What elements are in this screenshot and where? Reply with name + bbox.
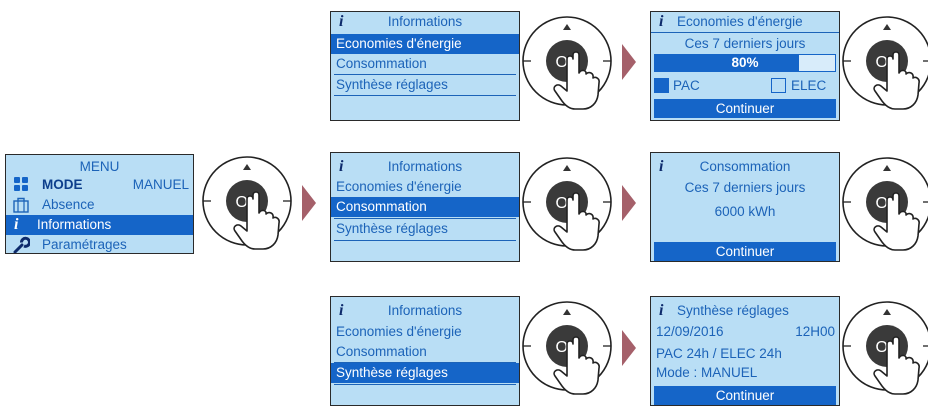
divider — [334, 384, 516, 385]
menu-title: MENU — [79, 159, 120, 174]
hand-pointer-icon — [553, 192, 600, 251]
savings-progress-fill — [655, 55, 799, 71]
info-icon: i — [659, 13, 664, 30]
up-arrow-icon[interactable] — [883, 24, 891, 30]
consommation-period: Ces 7 derniers jours — [684, 180, 806, 195]
divider — [334, 218, 516, 219]
ok-knob[interactable]: OK — [837, 152, 928, 252]
pac-legend-swatch — [654, 78, 669, 93]
ok-knob[interactable]: OK — [197, 151, 297, 251]
divider — [334, 74, 516, 75]
info-item-synthese[interactable]: Synthèse réglages — [336, 221, 448, 236]
menu-item-parametrages[interactable]: Paramétrages — [42, 237, 127, 252]
savings-percent: 80% — [731, 55, 759, 70]
synthese-mode: Mode : MANUEL — [656, 365, 758, 380]
next-step-arrow — [622, 185, 636, 221]
info-menu-screen-1: i Informations Economies d'énergie Conso… — [330, 11, 520, 121]
synthese-schedule: PAC 24h / ELEC 24h — [656, 346, 782, 361]
info-icon: i — [339, 302, 344, 319]
up-arrow-icon[interactable] — [243, 164, 251, 170]
next-step-arrow — [622, 330, 636, 366]
info-menu-screen-3: i Informations Economies d'énergie Conso… — [330, 296, 520, 406]
info-menu-title: Informations — [387, 14, 463, 29]
up-arrow-icon[interactable] — [563, 24, 571, 30]
info-item-consommation[interactable]: Consommation — [336, 56, 427, 71]
synthese-time: 12H00 — [795, 324, 835, 339]
next-step-arrow — [302, 185, 316, 221]
info-item-synthese[interactable]: Synthèse réglages — [331, 363, 519, 383]
economies-period: Ces 7 derniers jours — [684, 36, 806, 51]
ok-knob[interactable]: OK — [837, 296, 928, 396]
continue-button[interactable]: Continuer — [654, 99, 836, 118]
info-menu-title: Informations — [387, 303, 463, 318]
ok-knob[interactable]: OK — [517, 152, 617, 252]
up-arrow-icon[interactable] — [883, 309, 891, 315]
continue-button[interactable]: Continuer — [654, 386, 836, 405]
elec-label: ELEC — [791, 78, 827, 93]
pac-label: PAC — [673, 78, 700, 93]
info-menu-screen-2: i Informations Economies d'énergie Conso… — [330, 152, 520, 262]
consommation-screen: i Consommation Ces 7 derniers jours 6000… — [650, 152, 840, 262]
next-step-arrow — [622, 44, 636, 80]
info-icon: i — [339, 13, 344, 30]
hand-pointer-icon — [553, 336, 600, 395]
economies-title: Economies d'énergie — [677, 14, 803, 29]
info-icon: i — [659, 158, 664, 175]
hand-pointer-icon — [873, 51, 920, 110]
mode-value: MANUEL — [132, 177, 189, 192]
menu-item-informations[interactable]: i Informations — [6, 215, 193, 235]
info-icon: i — [339, 158, 344, 175]
hand-pointer-icon — [873, 192, 920, 251]
info-icon: i — [659, 302, 664, 319]
info-item-economies[interactable]: Economies d'énergie — [336, 324, 462, 339]
info-item-economies[interactable]: Economies d'énergie — [331, 34, 519, 54]
hand-pointer-icon — [873, 336, 920, 395]
info-item-economies[interactable]: Economies d'énergie — [336, 179, 462, 194]
continue-button[interactable]: Continuer — [654, 242, 836, 261]
economies-screen: i Economies d'énergie Ces 7 derniers jou… — [650, 11, 840, 121]
wrench-icon — [13, 236, 30, 253]
divider — [334, 362, 516, 363]
synthese-title: Synthèse réglages — [677, 303, 789, 318]
divider — [334, 240, 516, 241]
elec-legend-swatch — [771, 78, 786, 93]
info-item-synthese[interactable]: Synthèse réglages — [336, 77, 448, 92]
up-arrow-icon[interactable] — [883, 165, 891, 171]
menu-item-absence[interactable]: Absence — [42, 197, 95, 212]
ok-knob[interactable]: OK — [517, 296, 617, 396]
consommation-title: Consommation — [699, 159, 791, 174]
main-menu-screen: MENU MODE MANUEL Absence i Informations … — [5, 154, 194, 254]
savings-progress-bar: 80% — [654, 54, 836, 72]
synthese-date: 12/09/2016 — [656, 324, 724, 339]
ok-knob[interactable]: OK — [517, 11, 617, 111]
suitcase-icon — [13, 197, 29, 213]
info-item-consommation[interactable]: Consommation — [331, 197, 519, 217]
up-arrow-icon[interactable] — [563, 309, 571, 315]
info-menu-title: Informations — [387, 159, 463, 174]
menu-item-mode[interactable]: MODE — [42, 177, 83, 192]
hand-pointer-icon — [553, 51, 600, 110]
info-icon: i — [14, 216, 19, 233]
consommation-value: 6000 kWh — [714, 204, 776, 219]
ok-knob[interactable]: OK — [837, 11, 928, 111]
hand-pointer-icon — [233, 191, 280, 250]
info-item-consommation[interactable]: Consommation — [336, 344, 427, 359]
mode-grid-icon — [14, 177, 28, 191]
synthese-screen: i Synthèse réglages 12/09/2016 12H00 PAC… — [650, 296, 840, 406]
divider — [334, 95, 516, 96]
up-arrow-icon[interactable] — [563, 165, 571, 171]
